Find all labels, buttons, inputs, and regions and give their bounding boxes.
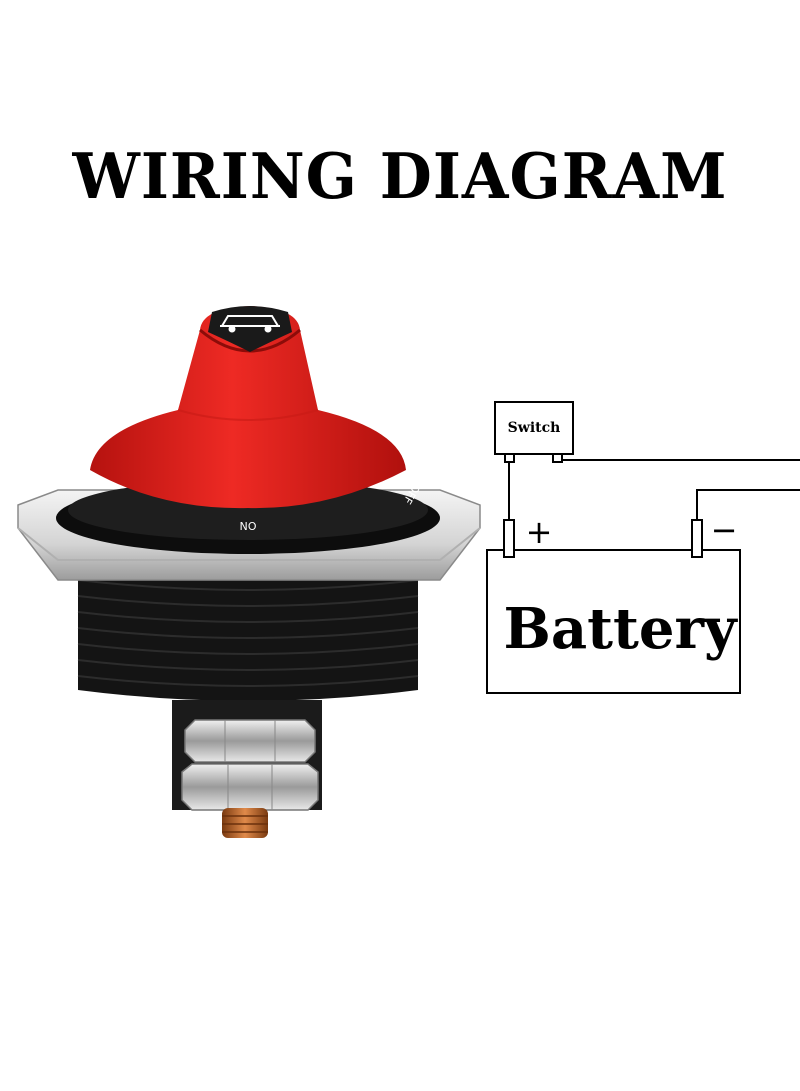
wires bbox=[508, 459, 800, 520]
terminal-nut-upper bbox=[184, 719, 316, 763]
switch-label: Switch bbox=[508, 420, 561, 436]
label-on: ON bbox=[240, 519, 257, 532]
battery-block: + − Battery bbox=[486, 511, 741, 694]
negative-terminal bbox=[691, 519, 703, 558]
positive-symbol: + bbox=[526, 513, 553, 551]
knob-top-cap bbox=[208, 306, 292, 352]
car-icon bbox=[220, 315, 280, 333]
copper-stud bbox=[222, 808, 268, 838]
wire-negative-output bbox=[696, 489, 800, 520]
battery-label: Battery bbox=[503, 596, 737, 662]
threaded-body bbox=[77, 560, 419, 701]
negative-symbol: − bbox=[711, 511, 738, 549]
positive-terminal bbox=[503, 519, 515, 558]
diagram-title: WIRING DIAGRAM bbox=[72, 140, 728, 214]
switch-block: Switch bbox=[494, 401, 574, 463]
terminal-nut-lower bbox=[181, 763, 319, 811]
battery-switch-illustration: ON OFF bbox=[17, 306, 481, 838]
